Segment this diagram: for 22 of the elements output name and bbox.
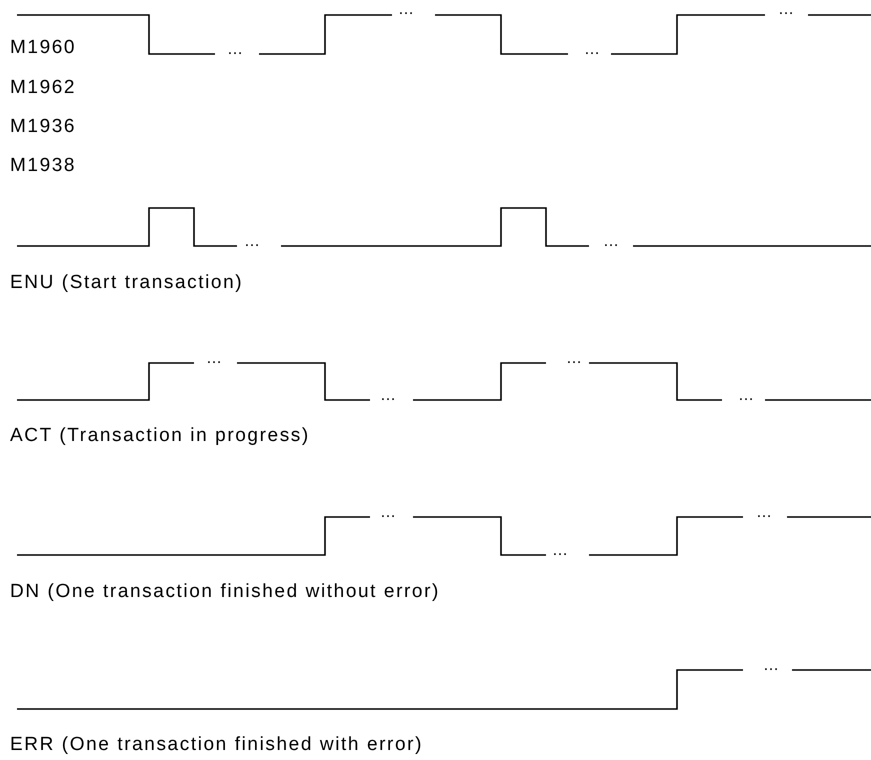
ellipsis-mark: … [566,351,582,367]
ellipsis-mark: … [206,351,222,367]
ellipsis-mark: … [552,543,568,559]
ellipsis-mark: … [756,505,772,521]
ellipsis-mark: … [584,42,600,58]
ellipsis-mark: … [244,234,260,250]
ellipsis-mark: … [380,388,396,404]
ellipsis-mark: … [398,2,414,18]
signal-label: M1936 [10,116,76,138]
ellipsis-mark: … [778,2,794,18]
signal-label: DN (One transaction finished without error) [10,581,440,603]
ellipsis-mark: … [763,658,779,674]
ellipsis-mark: … [380,505,396,521]
ellipsis-mark: … [227,42,243,58]
signal-label: M1938 [10,155,76,177]
ellipsis-mark: … [603,234,619,250]
signal-label: ENU (Start transaction) [10,272,244,294]
signal-label: ERR (One transaction finished with error) [10,734,424,756]
signal-label: M1960 [10,37,76,59]
ellipsis-mark: … [738,388,754,404]
signal-label: M1962 [10,77,76,99]
signal-label: ACT (Transaction in progress) [10,425,310,447]
